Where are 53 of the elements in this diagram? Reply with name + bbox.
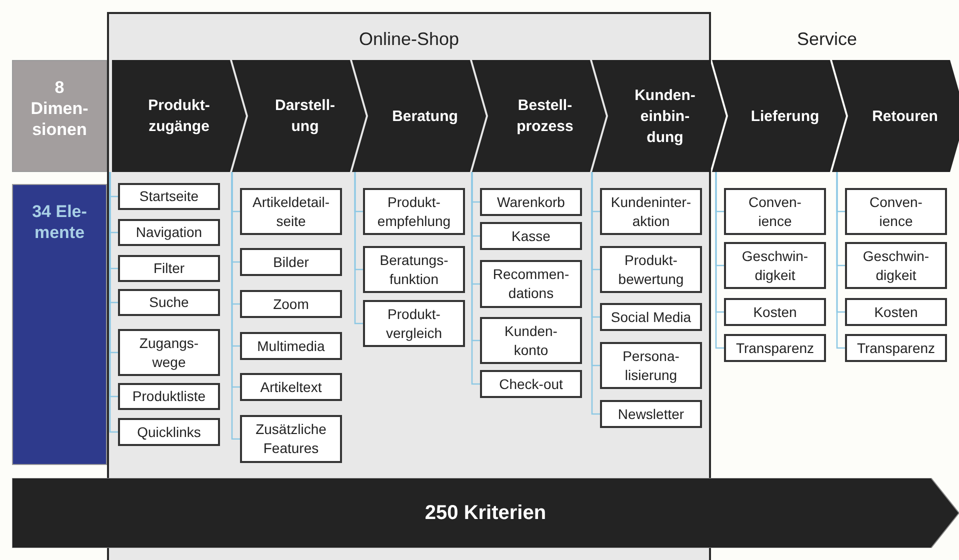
tree-line [715, 172, 724, 349]
tree-line [354, 172, 363, 324]
dimension-label: Produkt- zugänge [147, 96, 211, 137]
element-box: Persona- lisierung [600, 342, 702, 389]
element-box: Zusätzliche Features [240, 415, 342, 463]
element-box: Newsletter [600, 400, 702, 428]
element-box: Artikeltext [240, 373, 342, 401]
element-box: Produkt- empfehlung [363, 188, 465, 235]
element-box: Kasse [480, 222, 582, 250]
element-box: Artikeldetail- seite [240, 188, 342, 235]
count-box: 8 Dimen- sionen [12, 60, 107, 172]
element-box: Produktliste [118, 383, 220, 410]
element-box: Social Media [600, 303, 702, 331]
element-box: Kosten [724, 298, 826, 326]
element-box: Zugangs- wege [118, 329, 220, 376]
online-shop-panel [107, 12, 711, 478]
dimension-label: Darstell- ung [274, 96, 336, 137]
dimension-label: Lieferung [750, 106, 820, 126]
element-box: Quicklinks [118, 418, 220, 446]
element-box: Produkt- bewertung [600, 246, 702, 293]
element-box: Startseite [118, 183, 220, 210]
element-box: Conven- ience [845, 188, 947, 235]
panel-heading: Online-Shop [358, 28, 460, 51]
element-box: Kosten [845, 298, 947, 326]
element-box: Recommen- dations [480, 260, 582, 308]
element-box: Conven- ience [724, 188, 826, 235]
element-box: Beratungs- funktion [363, 246, 465, 293]
element-box: Filter [118, 255, 220, 282]
tree-line [231, 172, 240, 440]
criteria-label: 250 Kriterien [424, 501, 546, 526]
tree-line [591, 172, 600, 415]
tree-line [836, 172, 845, 349]
element-box: Multimedia [240, 332, 342, 360]
tree-line [471, 172, 480, 385]
section-heading: Service [796, 28, 858, 51]
dimension-label: Bestell- prozess [516, 96, 574, 137]
element-box: Bilder [240, 248, 342, 276]
dimension-label: Kunden- einbin- dung [634, 86, 696, 148]
element-box: Geschwin- digkeit [845, 242, 947, 289]
element-box: Produkt- vergleich [363, 300, 465, 347]
element-box: Check-out [480, 370, 582, 398]
element-box: Suche [118, 289, 220, 316]
dimension-label: Retouren [871, 106, 939, 126]
count-box: 34 Ele- mente [12, 184, 107, 465]
element-box: Transparenz [724, 334, 826, 362]
element-box: Navigation [118, 219, 220, 246]
element-box: Transparenz [845, 334, 947, 362]
element-box: Kunden- konto [480, 317, 582, 364]
element-box: Kundeninter- aktion [600, 188, 702, 235]
element-box: Warenkorb [480, 188, 582, 216]
element-box: Zoom [240, 290, 342, 318]
dimension-label: Beratung [391, 106, 459, 126]
element-box: Geschwin- digkeit [724, 242, 826, 289]
